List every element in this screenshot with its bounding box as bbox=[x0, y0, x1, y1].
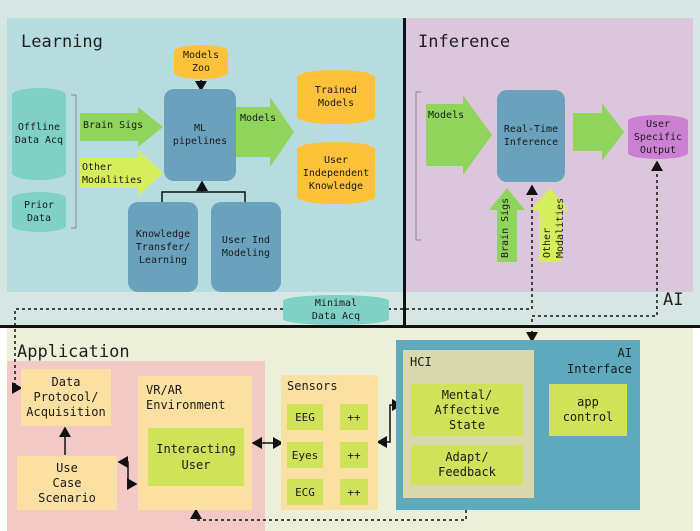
ai-interface-title: AI Interface bbox=[566, 346, 632, 376]
real-time-inference: Real-Time Inference bbox=[497, 90, 565, 182]
ml-pipelines: ML pipelines bbox=[164, 89, 236, 181]
prior-data: Prior Data bbox=[12, 192, 66, 232]
sensor-ecg: ECG bbox=[287, 479, 323, 505]
vertical-divider bbox=[403, 18, 406, 326]
learning-title: Learning bbox=[21, 32, 103, 52]
inference-other-modalities-label: Other Modalities bbox=[542, 197, 566, 258]
hci-title: HCI bbox=[410, 355, 432, 369]
inference-models-label: Models bbox=[428, 110, 465, 121]
sensors-hci-connector bbox=[376, 399, 403, 448]
ai-title: AI bbox=[663, 290, 684, 310]
realtime-to-output-arrow bbox=[573, 103, 624, 161]
adapt-feedback: Adapt/ Feedback bbox=[411, 445, 523, 485]
sensors-title: Sensors bbox=[287, 379, 338, 393]
inference-brain-sigs-label: Brain Sigs bbox=[500, 197, 511, 258]
usermodel-to-ml-connector bbox=[202, 191, 246, 202]
user-independent-knowledge: User Independent Knowledge bbox=[297, 142, 375, 204]
learning-input-bracket bbox=[71, 94, 77, 229]
trained-models: Trained Models bbox=[297, 70, 375, 124]
sensor-eeg-plus: ++ bbox=[340, 404, 368, 430]
other-modalities-arrow bbox=[80, 150, 163, 196]
application-title: Application bbox=[17, 342, 130, 362]
user-specific-output: User Specific Output bbox=[628, 115, 688, 159]
offline-data-acq: Offline Data Acq bbox=[12, 88, 66, 180]
sensor-ecg-plus: ++ bbox=[340, 479, 368, 505]
data-protocol-acquisition: Data Protocol/ Acquisition bbox=[21, 369, 111, 426]
inference-title: Inference bbox=[418, 32, 511, 52]
brain-sigs-label: Brain Sigs bbox=[83, 120, 144, 131]
sensor-eeg: EEG bbox=[287, 404, 323, 430]
output-to-ai-interface-dashed bbox=[526, 160, 663, 343]
usecase-vrar-connector bbox=[117, 456, 138, 490]
inference-models-arrow bbox=[426, 95, 492, 175]
interacting-user: Interacting User bbox=[148, 428, 244, 486]
feedback-to-usecase-dashed bbox=[190, 484, 472, 521]
use-case-scenario: Use Case Scenario bbox=[17, 456, 117, 510]
user-ind-modeling: User Ind Modeling bbox=[211, 202, 281, 292]
other-modalities-label: Other Modalities bbox=[82, 162, 143, 186]
models-arrow-label: Models bbox=[240, 113, 277, 124]
mental-affective-state: Mental/ Affective State bbox=[411, 384, 523, 436]
models-zoo: Models Zoo bbox=[174, 45, 228, 79]
sensor-eyes-plus: ++ bbox=[340, 442, 368, 468]
brain-sigs-arrow bbox=[80, 107, 163, 147]
brain-sigs-up-arrow bbox=[489, 188, 525, 262]
knowledge-to-ml-connector bbox=[161, 180, 208, 202]
knowledge-transfer: Knowledge Transfer/ Learning bbox=[128, 202, 198, 292]
vr-ar-title: VR/AR Environment bbox=[146, 383, 226, 412]
horizontal-divider bbox=[0, 325, 700, 328]
minimal-data-acq: Minimal Data Acq bbox=[283, 295, 389, 325]
app-control: app control bbox=[549, 384, 627, 436]
models-arrow bbox=[236, 97, 294, 167]
sensor-eyes: Eyes bbox=[287, 442, 323, 468]
minimal-to-dataprotocol-dashed bbox=[12, 308, 283, 394]
inference-input-bracket bbox=[415, 91, 421, 241]
